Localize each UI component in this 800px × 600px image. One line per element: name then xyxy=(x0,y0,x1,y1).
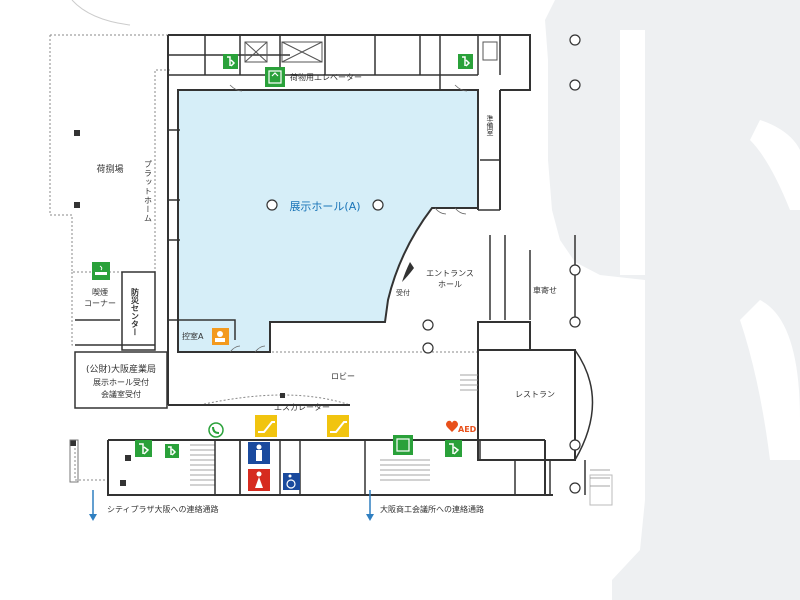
restroom-blocks xyxy=(214,439,366,496)
outside-road xyxy=(545,0,800,600)
escalator-icon xyxy=(255,415,277,437)
restroom-female-icon xyxy=(248,469,270,491)
smoking-label-1: 喫煙 xyxy=(92,287,108,297)
osaka-bureau-label[interactable]: (公財)大阪産業局 xyxy=(86,363,156,375)
restaurant-label[interactable]: レストラン xyxy=(515,390,555,399)
road-curve xyxy=(71,0,131,26)
phone-icon xyxy=(208,422,224,438)
escalator-icon xyxy=(327,415,349,437)
wheelchair-icon xyxy=(283,473,300,490)
smoking-label-2: コーナー xyxy=(84,299,116,308)
smoking-icon xyxy=(92,262,110,280)
link-cityplaza-label[interactable]: シティプラザ大阪への連絡通路 xyxy=(107,504,219,514)
link-arrow-chamber xyxy=(366,490,374,521)
nursing-room-icon xyxy=(212,328,229,345)
reception-counter xyxy=(402,262,414,282)
loading-area-label: 荷捌場 xyxy=(96,163,123,175)
interior-walls xyxy=(168,35,594,495)
elevator-shafts xyxy=(244,41,498,63)
left-block xyxy=(74,271,168,409)
restroom-male-icon xyxy=(248,442,270,464)
elevator-icon xyxy=(393,435,413,455)
hall-a-label[interactable]: 展示ホール(A) xyxy=(289,200,360,213)
link-chamber-label[interactable]: 大阪商工会議所への連絡通路 xyxy=(380,504,484,514)
preparation-room-label: 準備室 xyxy=(486,114,494,136)
pillar-left xyxy=(69,439,79,483)
site-boundary xyxy=(49,34,478,481)
bureau-sub-label-2: 会議室受付 xyxy=(101,389,141,399)
link-arrow-cityplaza xyxy=(89,490,97,521)
bureau-sub-label-1: 展示ホール受付 xyxy=(93,377,149,387)
emergency-exit-icon xyxy=(458,54,473,69)
entrance-hall-label-2: ホール xyxy=(438,280,462,289)
platform-label: プラットホーム xyxy=(144,160,153,223)
escalator-label: エスカレーター xyxy=(274,403,330,412)
lobby-label: ロビー xyxy=(331,372,355,381)
freight-elevator-label: 荷物用エレベーター xyxy=(290,72,362,82)
aed-heart-icon xyxy=(446,420,458,432)
reception-label: 受付 xyxy=(396,288,410,297)
emergency-exit-icon xyxy=(135,440,152,457)
waiting-room-label[interactable]: 控室A xyxy=(182,331,204,341)
columns xyxy=(266,34,581,494)
door-swings xyxy=(229,84,468,353)
carriage-porch-label: 車寄せ xyxy=(533,285,557,295)
disaster-center-label: 防災センター xyxy=(130,287,140,336)
emergency-exit-icon xyxy=(445,440,462,457)
exhibition-hall-a[interactable] xyxy=(177,89,479,353)
entrance-hall-label-1: エントランス xyxy=(426,269,474,278)
building-walls xyxy=(107,34,576,496)
emergency-exit-icon xyxy=(165,444,179,458)
elevator-icon xyxy=(265,67,285,87)
emergency-exit-icon xyxy=(223,54,238,69)
stairs-hatching xyxy=(190,374,610,487)
small-squares xyxy=(70,130,285,486)
aed-label: AED xyxy=(458,425,477,434)
